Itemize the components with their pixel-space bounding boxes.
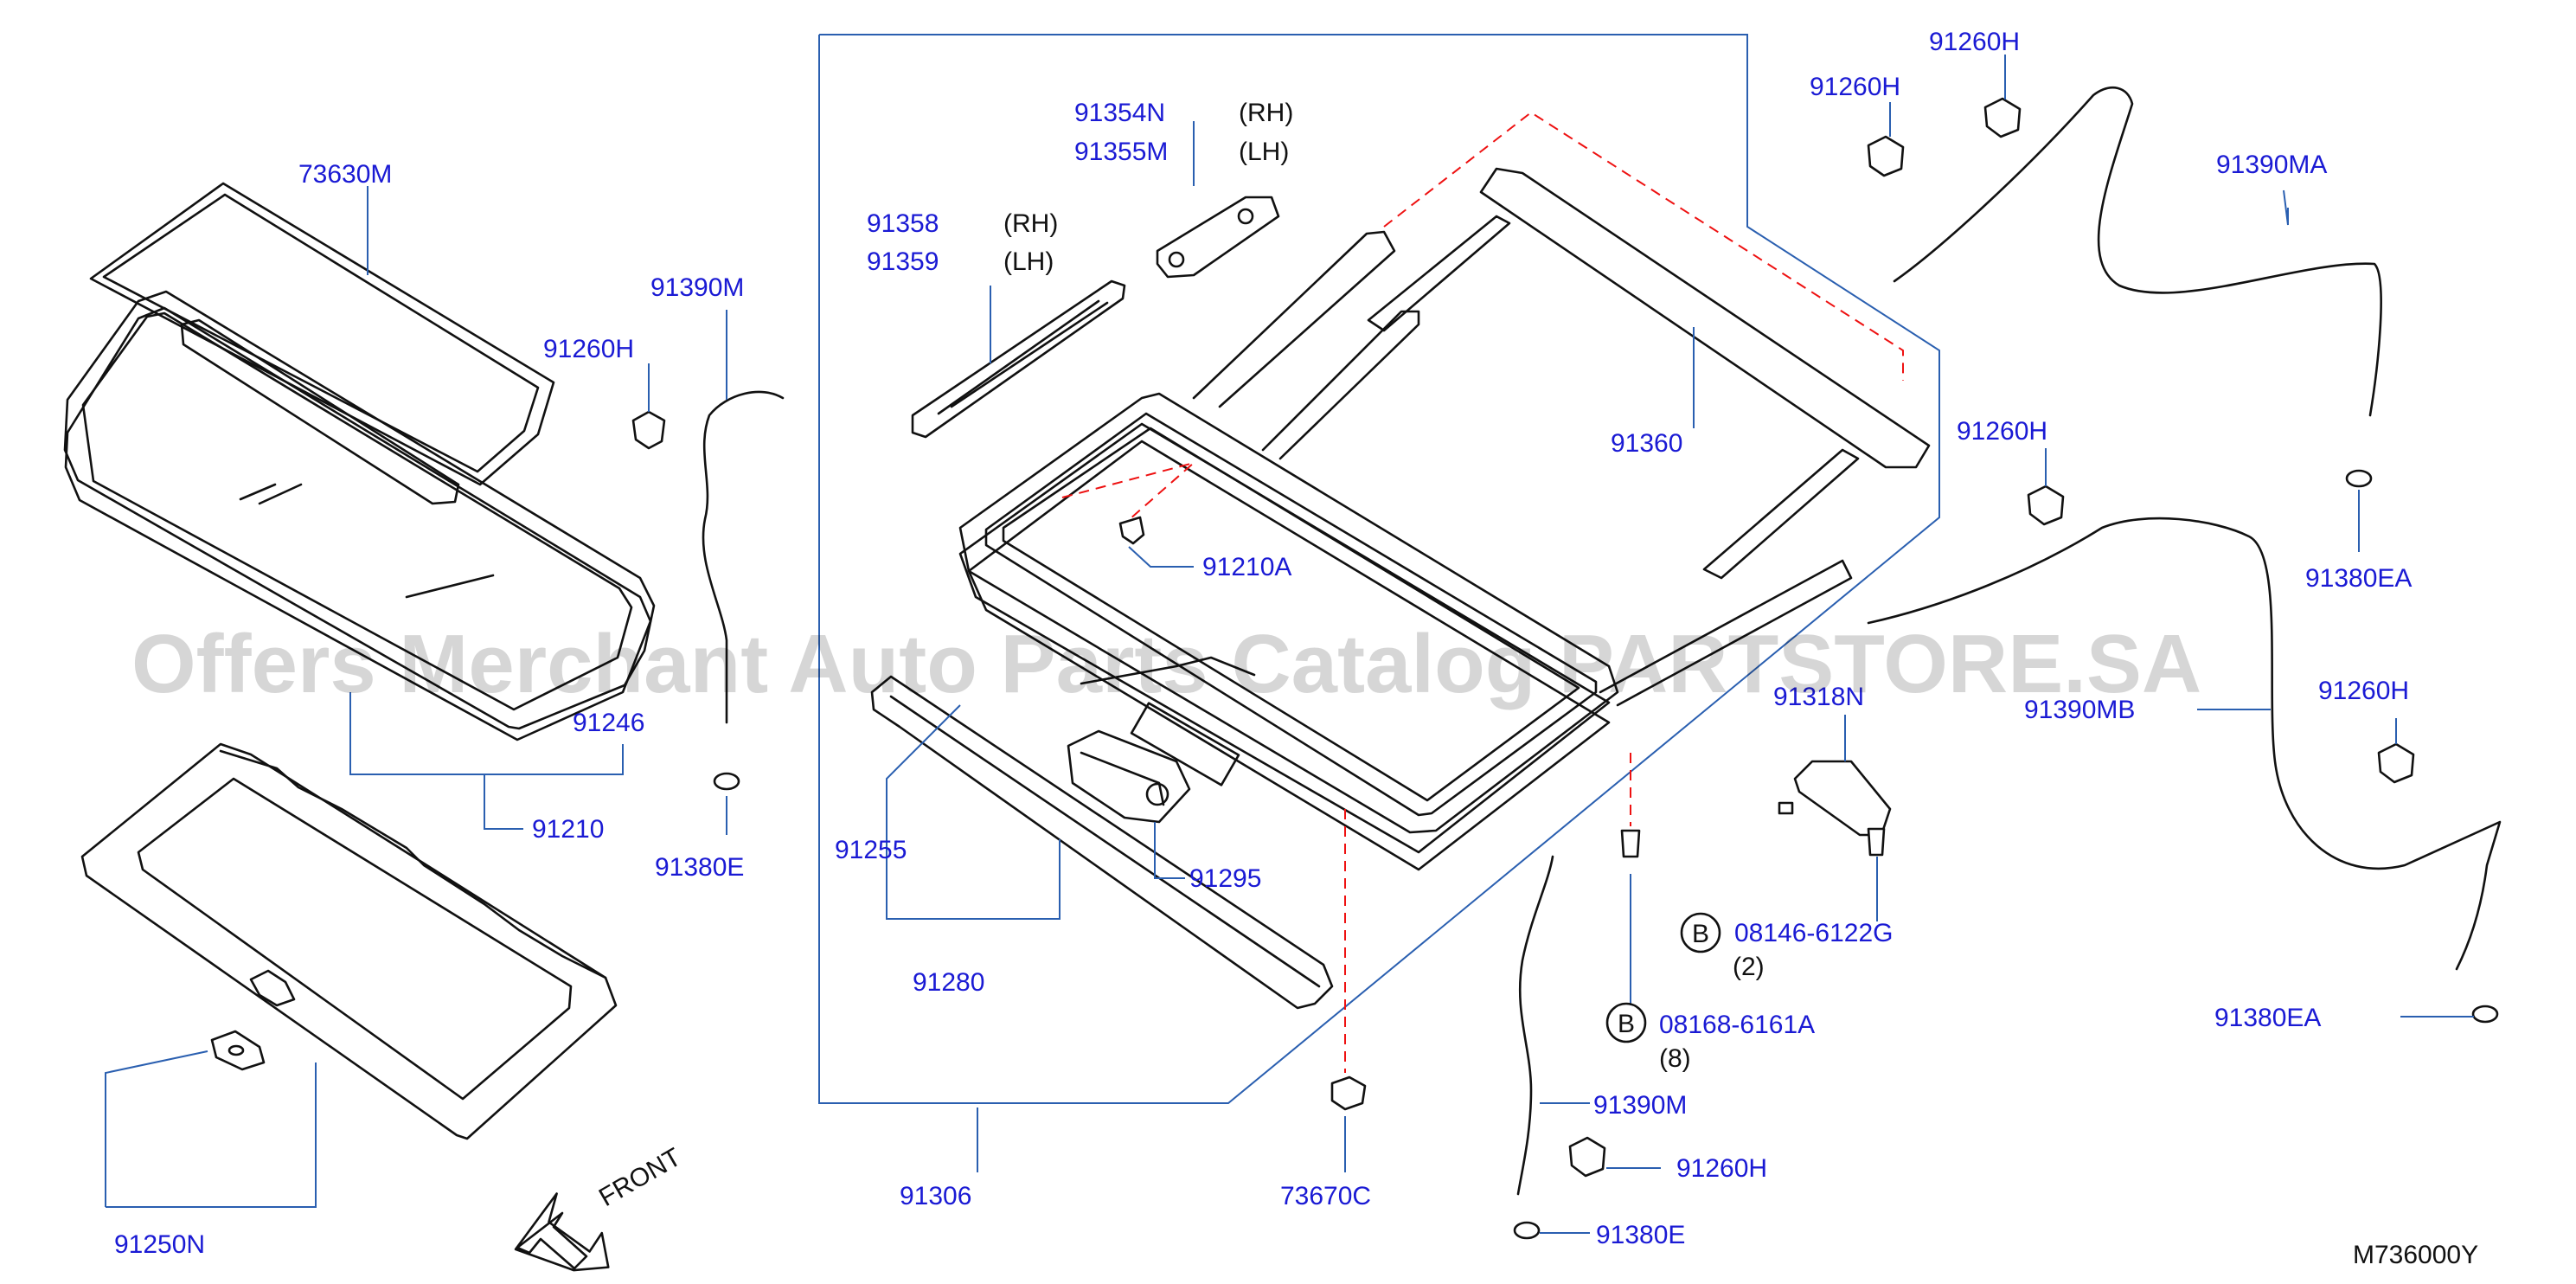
bracket-91318N [1778,760,1892,837]
sunshade-91250N [80,742,618,1140]
label-08146-6122G: 08146-6122G [1734,919,1894,947]
bolt-marker-b1: B [1692,920,1709,948]
label-91260H-mid: 91260H [1957,417,2047,446]
label-91358: 91358 [867,209,939,238]
glass-panel-73630M [89,182,555,486]
label-91390M-right: 91390M [1593,1091,1687,1120]
qty-8: (8) [1659,1044,1691,1073]
drain-hose-91390M-right [1516,855,1554,1196]
fasteners [1118,516,1886,1111]
seal-strip-91280 [870,675,1334,1010]
label-91360: 91360 [1611,429,1682,458]
label-91390MB: 91390MB [2024,696,2135,724]
label-91260H-top-a: 91260H [1810,73,1900,101]
front-arrow: FRONT [514,1143,686,1272]
sunroof-frame-91306 [958,230,1853,871]
label-73630M: 73630M [298,160,392,189]
deflector-91360 [1367,167,1931,580]
label-91210A: 91210A [1202,553,1291,581]
label-91354N: 91354N [1074,99,1165,127]
label-91260H-right: 91260H [2318,677,2409,705]
diagram-code: M736000Y [2353,1241,2478,1269]
label-91318N: 91318N [1773,683,1864,711]
label-91260H-left: 91260H [543,335,634,363]
label-91210: 91210 [532,815,604,844]
link-91354N [1156,196,1280,279]
bolt-marker-b2: B [1618,1010,1635,1038]
label-91306: 91306 [900,1182,971,1210]
clips [631,97,2415,1178]
dashed-guides [1061,111,1904,1073]
label-91355M: 91355M [1074,138,1168,166]
bolt-marker-circle [1605,1002,1647,1043]
label-91250N: 91250N [114,1230,205,1259]
label-91260H-top-b: 91260H [1929,28,2020,56]
grommets [713,469,2499,1240]
label-91390MA: 91390MA [2216,151,2327,179]
side-rh-1: (RH) [1239,99,1293,127]
label-91380E-left: 91380E [655,853,744,882]
label-91295: 91295 [1189,864,1261,893]
drain-hose-91390MA [1893,87,2382,417]
qty-2: (2) [1733,953,1765,981]
label-91359: 91359 [867,247,939,276]
label-91390M-left: 91390M [650,273,744,302]
label-91280: 91280 [913,968,984,997]
part-labels: 73630M 91390M 91260H 91246 91210 91380E … [114,28,2412,1259]
rail-91358 [911,279,1126,439]
label-08168-6161A: 08168-6161A [1659,1011,1815,1039]
label-91260H-bottom: 91260H [1676,1154,1767,1183]
watermark: Offers Merchant Auto Parts Catalog PARTS… [131,618,2201,710]
front-label: FRONT [594,1143,686,1212]
label-91246: 91246 [573,709,644,737]
label-73670C: 73670C [1280,1182,1371,1210]
label-91380EA-bottom: 91380EA [2214,1004,2321,1032]
side-lh-2: (LH) [1003,247,1054,276]
glass-frame-91246 [63,290,656,742]
drain-hose-91390M-left [702,390,785,724]
label-91255: 91255 [835,836,907,864]
side-lh-1: (LH) [1239,138,1289,166]
label-91380EA-top: 91380EA [2305,564,2412,593]
motor-91295 [1067,729,1191,824]
side-rh-2: (RH) [1003,209,1058,238]
label-91380E-bottom: 91380E [1596,1221,1685,1249]
drain-hose-91390MB [1867,517,2502,971]
bolt-marker-circle [1680,912,1721,953]
leader-lines [105,34,2474,1234]
